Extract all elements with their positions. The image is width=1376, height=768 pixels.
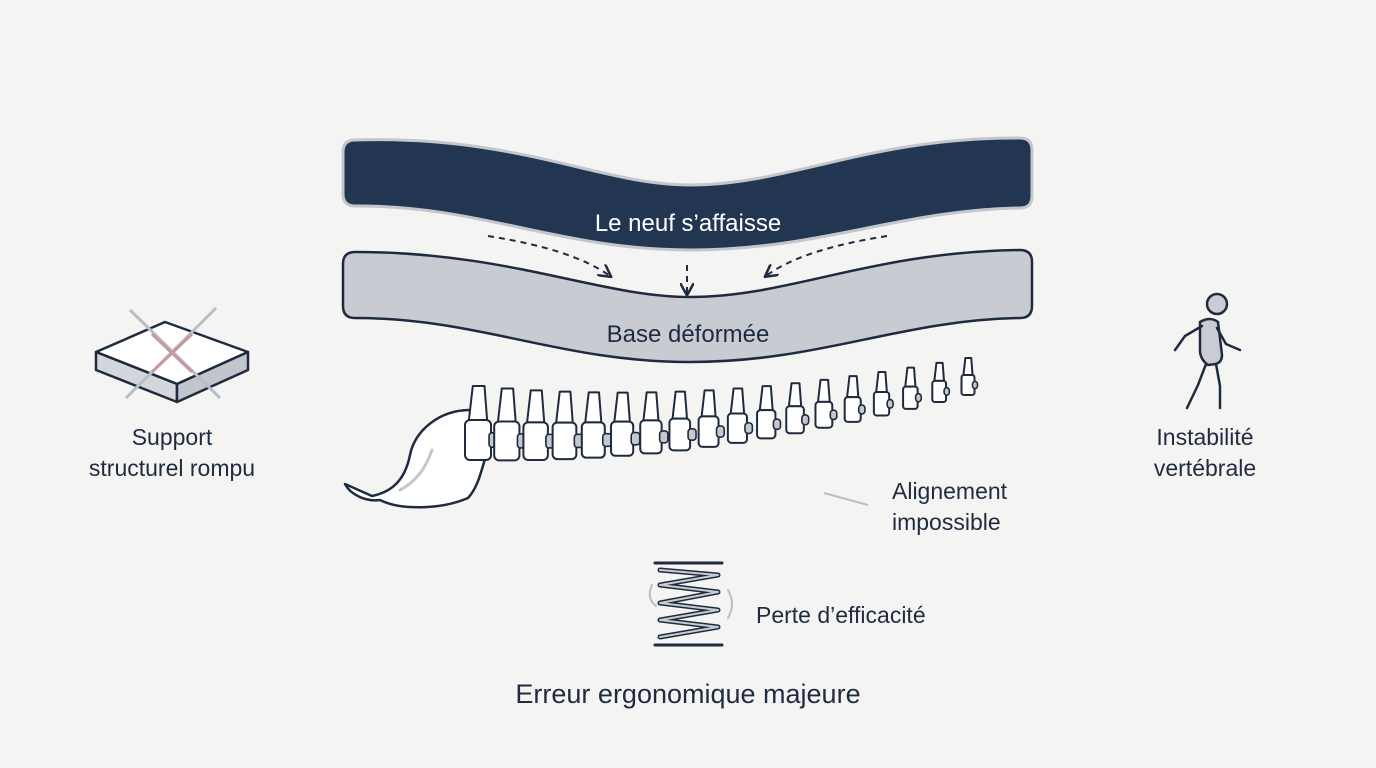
spring-icon: [648, 561, 733, 647]
top-layer-label: Le neuf s’affaisse: [595, 210, 781, 237]
vertebra-disc: [886, 398, 894, 409]
vertebra-process: [875, 371, 888, 394]
vertebra-disc: [772, 418, 782, 431]
vertebra-disc: [744, 422, 754, 435]
vertebra-process: [496, 387, 517, 423]
vertebra-process: [904, 366, 917, 388]
vertebra-process: [642, 391, 660, 422]
base-layer-label: Base déformée: [607, 321, 770, 348]
vertebra-process: [933, 361, 945, 382]
vertebra-disc: [801, 414, 810, 426]
vertebra-body: [610, 420, 635, 457]
base-layer: Base déformée: [341, 248, 1034, 364]
vertebra-process: [671, 390, 688, 420]
vertebra-body: [493, 420, 521, 462]
vertebra-disc: [943, 386, 951, 397]
vertebra-body: [726, 412, 748, 444]
left-item-line2: structurel rompu: [88, 455, 256, 481]
vertebra-body: [464, 419, 492, 461]
top-layer: Le neuf s’affaisse: [341, 136, 1034, 252]
spring-label: Perte d’efficacité: [756, 602, 926, 628]
vertebra-body: [551, 421, 578, 461]
vertebra-body: [668, 417, 692, 452]
vertebra-disc: [658, 430, 669, 444]
right-item-line2: vertébrale: [1153, 455, 1257, 481]
walking-person-icon: [1173, 292, 1242, 410]
vertebra-process: [700, 389, 717, 418]
vertebra-process: [613, 391, 631, 423]
left-item-line1: Support: [131, 424, 213, 450]
vertebra-process: [729, 387, 746, 415]
spine-line2: impossible: [892, 509, 1001, 535]
sacrum-highlight: [398, 448, 434, 492]
left-item-label: Support structurel rompu: [62, 422, 282, 484]
vertebra-disc: [971, 380, 979, 390]
right-item-line1: Instabilité: [1156, 424, 1254, 450]
spine-icon: [343, 357, 979, 509]
vertebra-process: [758, 385, 774, 412]
vertebra-disc: [829, 409, 838, 421]
spine-line1: Alignement: [892, 478, 1008, 504]
vertebra-disc: [857, 404, 866, 415]
vertebra-process: [962, 357, 974, 376]
vertebra-process: [846, 375, 860, 399]
vertebra-process: [526, 389, 546, 424]
vertebra-process: [816, 378, 831, 403]
spine-callout-line: [823, 492, 869, 506]
vertebra-disc: [630, 431, 641, 446]
vertebra-body: [639, 419, 663, 455]
vertebra-body: [580, 421, 606, 459]
vertebra-process: [555, 390, 574, 424]
vertebra-disc: [687, 427, 697, 442]
vertebra-disc: [914, 392, 923, 403]
vertebra-body: [697, 415, 720, 448]
spine-label: Alignement impossible: [892, 476, 1007, 538]
vertebra-process: [787, 382, 803, 408]
footer-title: Erreur ergonomique majeure: [515, 679, 861, 709]
compression-arrows: [487, 235, 888, 294]
vertebra-process: [584, 391, 603, 424]
broken-mattress-icon: [94, 306, 250, 404]
vertebra-body: [522, 421, 549, 461]
right-item-label: Instabilité vertébrale: [1120, 422, 1290, 484]
vertebra-process: [467, 385, 489, 421]
vertebra-disc: [715, 425, 725, 438]
